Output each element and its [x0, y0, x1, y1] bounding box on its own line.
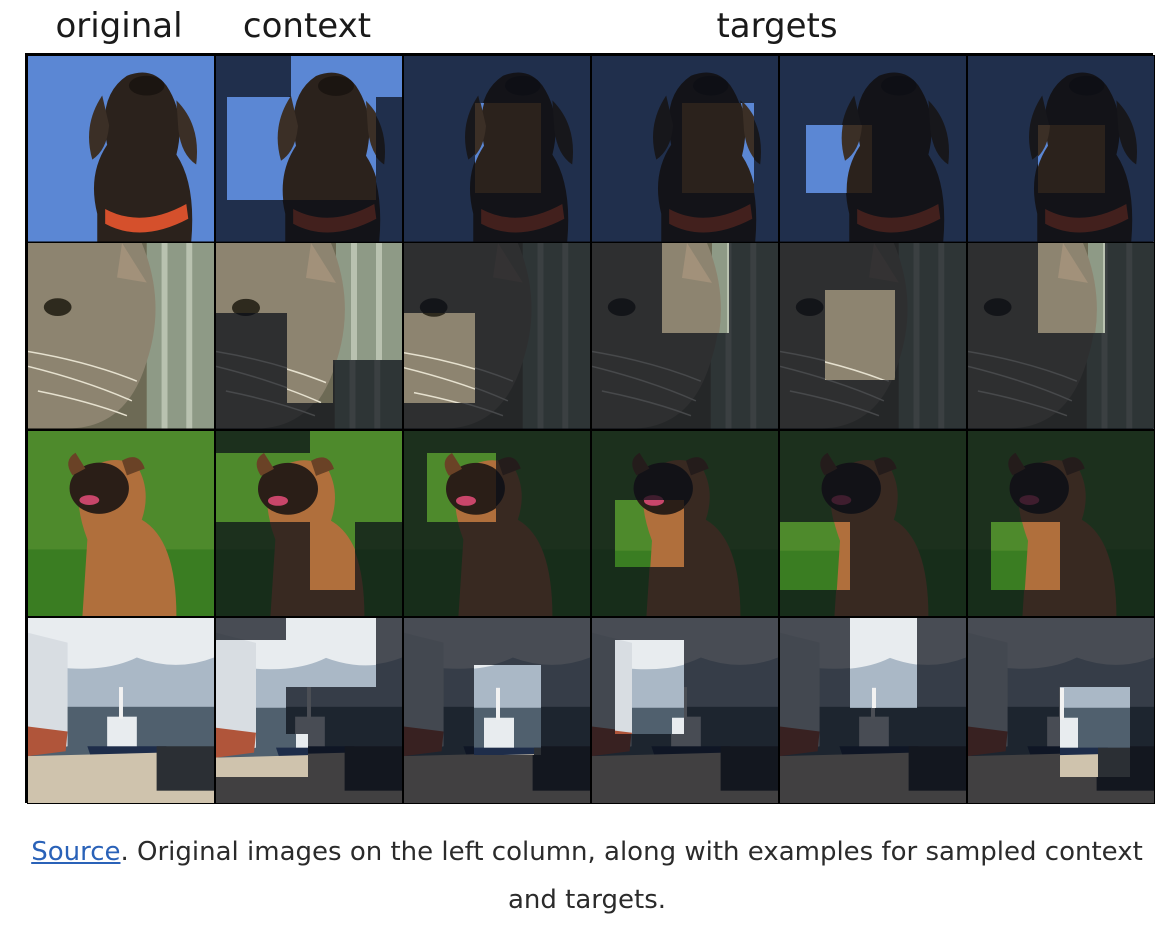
- column-header-targets: targets: [716, 6, 838, 46]
- grid-cell-ship-target-2: [591, 616, 779, 805]
- grid-cell-ship-target-1: [403, 616, 591, 805]
- grid-cell-mastiff-original: [27, 429, 215, 618]
- mastiff-photo: [592, 430, 778, 617]
- grid-cell-dog-target-1: [403, 55, 591, 243]
- grid-cell-mastiff-target-4: [967, 429, 1155, 618]
- grid-cell-dog-target-3: [779, 55, 967, 243]
- grid-cell-cat-original: [27, 242, 215, 430]
- grid-cell-dog-target-2: [591, 55, 779, 243]
- grid-cell-dog-target-4: [967, 55, 1155, 243]
- grid-cell-dog-original: [27, 55, 215, 243]
- dog-photo: [780, 56, 966, 242]
- dog-photo: [968, 56, 1154, 242]
- ship-photo: [592, 617, 778, 804]
- dog-photo: [216, 56, 402, 242]
- cat-photo: [28, 243, 214, 429]
- grid-cell-mastiff-context: [215, 429, 403, 618]
- figure-caption: Source. Original images on the left colu…: [20, 828, 1154, 924]
- mastiff-photo: [968, 430, 1154, 617]
- column-header-original: original: [55, 6, 183, 46]
- dog-photo: [28, 56, 214, 242]
- grid-cell-cat-target-3: [779, 242, 967, 430]
- grid-cell-mastiff-target-3: [779, 429, 967, 618]
- ship-photo: [780, 617, 966, 804]
- mastiff-photo: [216, 430, 402, 617]
- dog-photo: [404, 56, 590, 242]
- grid-cell-ship-target-4: [967, 616, 1155, 805]
- ship-photo: [216, 617, 402, 804]
- cat-photo: [404, 243, 590, 429]
- grid-cell-dog-context: [215, 55, 403, 243]
- ship-photo: [28, 617, 214, 804]
- mastiff-photo: [28, 430, 214, 617]
- image-grid: [25, 53, 1155, 805]
- caption-text: . Original images on the left column, al…: [120, 837, 1143, 915]
- ship-photo: [404, 617, 590, 804]
- grid-cell-ship-context: [215, 616, 403, 805]
- mastiff-photo: [404, 430, 590, 617]
- source-link[interactable]: Source: [31, 837, 121, 867]
- column-header-context: context: [242, 6, 372, 46]
- cat-photo: [592, 243, 778, 429]
- mastiff-photo: [780, 430, 966, 617]
- grid-cell-cat-target-4: [967, 242, 1155, 430]
- grid-cell-ship-target-3: [779, 616, 967, 805]
- cat-photo: [780, 243, 966, 429]
- ship-photo: [968, 617, 1154, 804]
- grid-cell-cat-context: [215, 242, 403, 430]
- cat-photo: [968, 243, 1154, 429]
- cat-photo: [216, 243, 402, 429]
- grid-cell-mastiff-target-1: [403, 429, 591, 618]
- grid-cell-ship-original: [27, 616, 215, 805]
- dog-photo: [592, 56, 778, 242]
- grid-cell-cat-target-2: [591, 242, 779, 430]
- grid-cell-mastiff-target-2: [591, 429, 779, 618]
- grid-cell-cat-target-1: [403, 242, 591, 430]
